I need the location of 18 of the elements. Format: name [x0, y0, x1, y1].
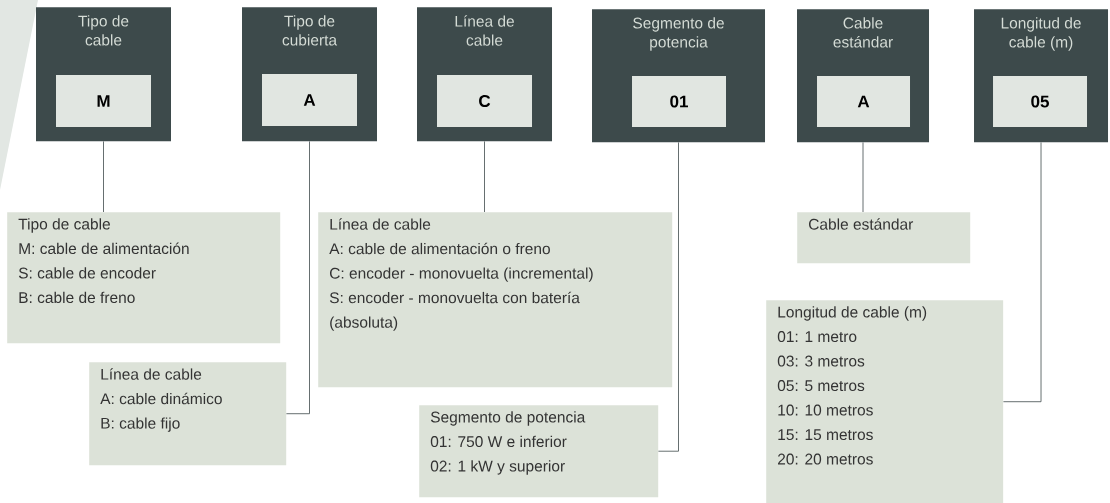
description-box: Línea de cable A: cable de alimentación o freno C: encoder - monovuelta (incremental) S: encoder - monovuelta con batería (absoluta): [318, 212, 673, 388]
code-box: A: [817, 76, 910, 127]
code-box: A: [262, 74, 357, 126]
leader-line: [484, 140, 485, 213]
leader-line: [1002, 141, 1042, 403]
code-box: 05: [993, 76, 1087, 127]
leader-line: [862, 141, 864, 213]
description-box: Segmento de potencia 01: 750 W e inferior 02: 1 kW y superior: [419, 405, 659, 498]
code-box: M: [56, 75, 151, 127]
description-box: Longitud de cable (m) 01: 1 metro 03: 3 metros 05: 5 metros 10: 10 metros 15: 15 metros 20: 20 metros: [766, 300, 1004, 503]
code-box: 01: [632, 76, 726, 127]
description-box: Cable estándar: [797, 212, 971, 264]
leader-line: [103, 140, 104, 213]
description-box: Tipo de cable M: cable de alimentación S: cable de encoder B: cable de freno: [7, 212, 281, 344]
leader-line: [657, 141, 679, 452]
description-box: Línea de cable A: cable dinámico B: cable fijo: [89, 362, 287, 466]
leader-line: [285, 140, 310, 415]
code-box: C: [437, 75, 532, 127]
